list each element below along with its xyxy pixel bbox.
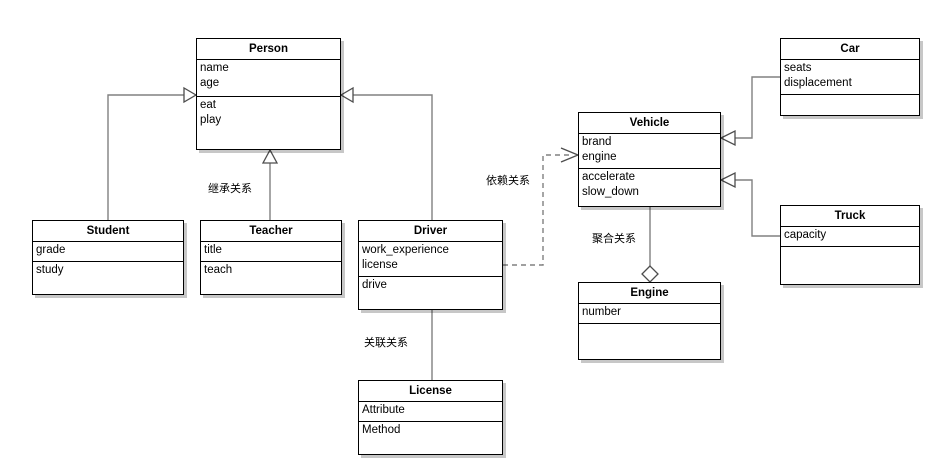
edge-label-aggregation: 聚合关系 (592, 232, 636, 245)
class-attributes-license: Attribute (359, 402, 502, 422)
class-member: seats (784, 62, 812, 74)
class-box-car[interactable]: Car seats displacement (780, 38, 920, 116)
class-member: displacement (784, 77, 852, 89)
class-member: number (582, 306, 621, 318)
edge-vehicle-aggregates-engine (641, 207, 659, 283)
class-box-student[interactable]: Student grade study (32, 220, 184, 295)
class-operations-license: Method (359, 422, 502, 456)
class-box-engine[interactable]: Engine number (578, 282, 721, 360)
class-member: age (200, 77, 220, 89)
class-name-student: Student (33, 221, 183, 242)
edge-label-association: 关联关系 (364, 336, 408, 349)
class-attributes-car: seats displacement (781, 60, 919, 95)
class-operations-truck (781, 247, 919, 285)
class-attributes-person: name age (197, 60, 340, 97)
class-name-engine: Engine (579, 283, 720, 304)
class-name-teacher: Teacher (201, 221, 341, 242)
class-box-truck[interactable]: Truck capacity (780, 205, 920, 285)
class-operations-vehicle: accelerate slow_down (579, 169, 720, 207)
class-box-vehicle[interactable]: Vehicle brand engine accelerate slow_dow… (578, 112, 721, 207)
class-member: brand (582, 136, 612, 148)
class-operations-teacher: teach (201, 262, 341, 296)
class-member: engine (582, 151, 617, 163)
class-box-teacher[interactable]: Teacher title teach (200, 220, 342, 295)
class-member: eat (200, 99, 216, 111)
edge-driver-depends-vehicle (503, 147, 580, 266)
class-member: drive (362, 279, 387, 291)
class-member: study (36, 264, 64, 276)
class-operations-person: eat play (197, 97, 340, 148)
class-member: slow_down (582, 186, 639, 198)
class-box-driver[interactable]: Driver work_experience license drive (358, 220, 503, 310)
edge-driver-generalizes-person (339, 86, 433, 220)
class-name-driver: Driver (359, 221, 502, 242)
class-name-vehicle: Vehicle (579, 113, 720, 134)
class-member: accelerate (582, 171, 636, 183)
class-member: work_experience (362, 244, 449, 256)
class-attributes-teacher: title (201, 242, 341, 262)
class-member: grade (36, 244, 66, 256)
class-name-license: License (359, 381, 502, 402)
class-name-truck: Truck (781, 206, 919, 227)
class-attributes-engine: number (579, 304, 720, 324)
class-box-person[interactable]: Person name age eat play (196, 38, 341, 150)
class-member: title (204, 244, 222, 256)
class-operations-engine (579, 324, 720, 360)
edge-student-generalizes-person (107, 86, 198, 220)
class-attributes-vehicle: brand engine (579, 134, 720, 169)
class-name-car: Car (781, 39, 919, 60)
class-member: play (200, 114, 222, 126)
class-member: Attribute (362, 404, 405, 416)
class-box-license[interactable]: License Attribute Method (358, 380, 503, 455)
edge-label-inheritance: 继承关系 (208, 182, 252, 195)
class-name-person: Person (197, 39, 340, 60)
class-member: name (200, 62, 229, 74)
class-member: Method (362, 424, 401, 436)
edge-truck-generalizes-vehicle (719, 171, 780, 237)
class-member: capacity (784, 229, 827, 241)
class-member: license (362, 259, 398, 271)
edge-label-dependency: 依赖关系 (486, 174, 530, 187)
class-attributes-truck: capacity (781, 227, 919, 247)
class-attributes-driver: work_experience license (359, 242, 502, 277)
class-operations-student: study (33, 262, 183, 296)
edge-teacher-generalizes-person (261, 148, 279, 220)
class-member: teach (204, 264, 233, 276)
class-attributes-student: grade (33, 242, 183, 262)
class-operations-driver: drive (359, 277, 502, 310)
edge-car-generalizes-vehicle (719, 76, 780, 147)
class-operations-car (781, 95, 919, 116)
